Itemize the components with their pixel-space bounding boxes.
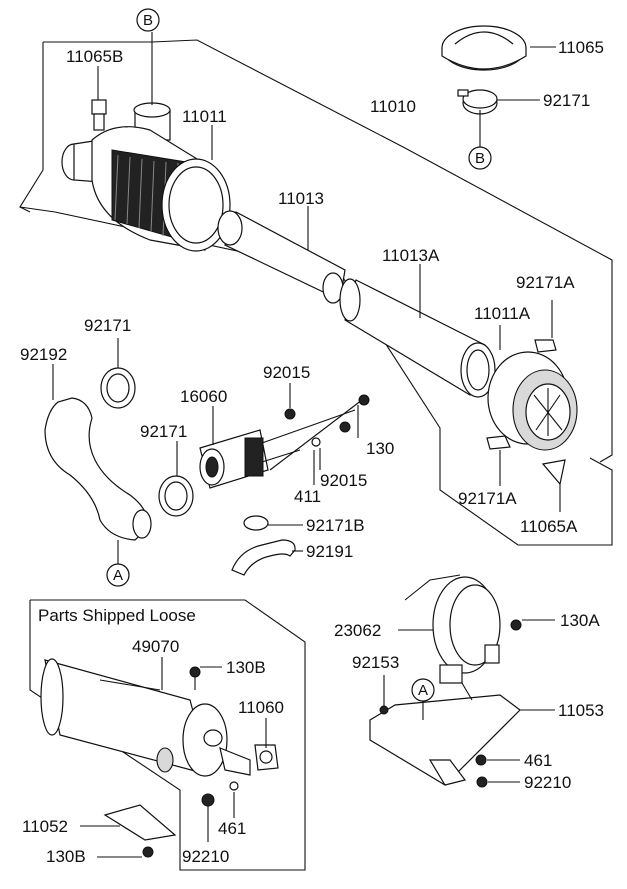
label-92171-mid: 92171: [140, 422, 187, 441]
label-11065b: 11065B: [66, 47, 123, 66]
label-11013: 11013: [278, 189, 324, 208]
svg-text:A: A: [418, 682, 428, 699]
label-92191: 92191: [306, 542, 353, 561]
label-92171a-bot: 92171A: [458, 489, 517, 508]
svg-text:A: A: [113, 567, 123, 584]
end-cap-11011a: [486, 339, 578, 486]
hose-92192: [44, 397, 152, 541]
muffler-49070: [40, 658, 251, 777]
hose-92191: [231, 539, 296, 576]
label-461-right: 461: [524, 751, 552, 770]
label-92015-top: 92015: [263, 363, 310, 382]
clamp-92171b: [243, 515, 269, 531]
bracket-11053: [369, 619, 522, 788]
band-23062: [432, 576, 501, 684]
label-11060: 11060: [238, 698, 284, 717]
clamp-92171-top: [457, 89, 498, 115]
label-92171-left: 92171: [84, 316, 131, 335]
bolt-130b-top: [189, 666, 201, 690]
label-92210-right: 92210: [524, 773, 571, 792]
callout-a-left: A: [106, 563, 130, 587]
label-11053: 11053: [558, 701, 604, 720]
label-49070: 49070: [132, 637, 179, 656]
label-92171-top: 92171: [543, 91, 590, 110]
leader-23062-top: [404, 574, 461, 601]
cap-11065: [441, 25, 527, 71]
clamp-92171-mid: [158, 475, 194, 517]
label-92192: 92192: [20, 345, 67, 364]
callout-a-bracket: A: [411, 678, 435, 702]
label-411: 411: [294, 487, 321, 506]
label-130a: 130A: [560, 611, 600, 630]
label-92171b: 92171B: [306, 516, 365, 535]
nut-92210-left: [201, 793, 215, 807]
air-cleaner-group-outline: [19, 39, 613, 546]
svg-text:B: B: [475, 150, 485, 167]
label-11010: 11010: [370, 97, 416, 116]
label-16060: 16060: [180, 387, 227, 406]
label-23062: 23062: [334, 621, 381, 640]
callout-b-top: B: [136, 8, 160, 32]
callout-b-right: B: [468, 146, 492, 170]
label-92015-mid: 92015: [320, 471, 367, 490]
bracket-11052: [103, 804, 177, 858]
label-92171a-top: 92171A: [516, 273, 575, 292]
precleaner-16060: [199, 394, 370, 489]
label-11065: 11065: [558, 38, 604, 57]
label-461-left: 461: [218, 819, 246, 838]
label-92210-left: 92210: [182, 847, 229, 866]
filter-element-11013: [217, 210, 346, 304]
filter-element-11013a: [339, 278, 496, 398]
label-11011: 11011: [182, 107, 227, 126]
label-11052: 11052: [22, 817, 68, 836]
washer-461-left: [229, 781, 239, 791]
label-130b-bot: 130B: [46, 847, 86, 866]
label-92153: 92153: [352, 653, 399, 672]
svg-text:B: B: [143, 12, 153, 29]
label-130b-top: 130B: [226, 658, 266, 677]
label-11013a: 11013A: [382, 246, 440, 265]
gasket-11060: [254, 744, 279, 771]
label-130: 130: [366, 439, 394, 458]
label-11011a: 11011A: [474, 304, 531, 323]
leader-lines: [52, 32, 561, 858]
label-11065a: 11065A: [520, 517, 578, 536]
box-title: Parts Shipped Loose: [38, 606, 196, 625]
clamp-92171-left: [100, 367, 136, 409]
air-cleaner-housing-11011: [61, 99, 231, 252]
